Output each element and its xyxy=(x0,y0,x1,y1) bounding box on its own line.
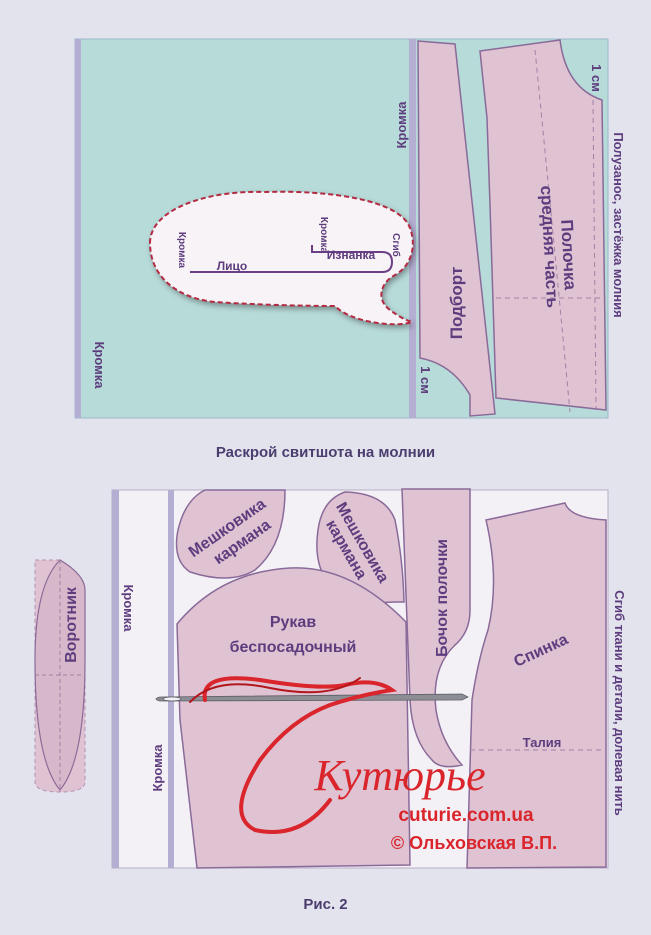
collar-piece xyxy=(34,559,86,793)
selvage-left-top xyxy=(75,39,81,418)
label-podbort: Подборт xyxy=(447,267,466,340)
brand-copyright: © Ольховская В.П. xyxy=(391,833,557,853)
figure-caption: Рис. 2 xyxy=(303,896,348,913)
front-grain-line xyxy=(534,49,571,413)
back-piece xyxy=(466,502,607,869)
label-vorotnik: Воротник xyxy=(63,586,80,663)
selvage-mid-top xyxy=(409,39,416,418)
sleeve-piece xyxy=(176,567,411,869)
brand-site: cuturie.com.ua xyxy=(398,805,534,826)
callout-bubble xyxy=(148,190,416,326)
label-bochok: Бочок полочки xyxy=(434,539,451,657)
fold-line xyxy=(190,245,394,273)
callout-kromka-right: Кромка xyxy=(318,217,329,254)
callout-sgib: Сгиб xyxy=(390,233,402,257)
needle-icon xyxy=(155,693,469,702)
ribbon-flourish xyxy=(202,676,398,834)
top-diagram-title: Раскрой свитшота на молнии xyxy=(215,444,436,461)
selvage-left-bottom xyxy=(112,490,119,868)
label-seam-top: 1 см xyxy=(589,64,604,92)
top-diagram: Кромка Кромка Подборт Полочка средняя ча… xyxy=(74,38,626,419)
watermark-logo: Кутюрье cuturie.com.ua © Ольховская В.П. xyxy=(155,676,557,853)
label-rukav: Рукав xyxy=(270,614,316,631)
label-kromka-bottom-1: Кромка xyxy=(121,585,136,633)
front-middle-piece xyxy=(479,39,607,411)
label-rukav-sub: беспосадочный xyxy=(230,639,357,656)
label-kromka-left-top: Кромка xyxy=(92,342,107,390)
front-edge-line xyxy=(592,99,597,411)
callout-litso: Лицо xyxy=(217,259,248,273)
label-taliya: Талия xyxy=(523,735,562,750)
pocket-bag-1-piece xyxy=(175,489,286,579)
facing-piece xyxy=(417,40,496,417)
callout-kromka-left: Кромка xyxy=(176,232,187,269)
label-kromka-mid-top: Кромка xyxy=(394,101,409,149)
ribbon-flourish-2 xyxy=(189,677,361,703)
brand-name: Кутюрье xyxy=(313,751,485,800)
bottom-diagram: Воротник Кромка Кромка Мешковика кармана… xyxy=(34,488,627,869)
callout-iznanka: Изнанка xyxy=(327,248,376,262)
label-polochka: Полочка xyxy=(557,219,580,291)
label-side-note-bottom: Сгиб ткани и детали, долевая нить xyxy=(612,590,627,816)
label-seam-bottom: 1 см xyxy=(418,366,433,394)
selvage-second-bottom xyxy=(168,490,174,868)
label-kromka-bottom-2: Кромка xyxy=(150,744,165,792)
label-side-note-top: Полузанос, застёжка молния xyxy=(611,132,626,317)
